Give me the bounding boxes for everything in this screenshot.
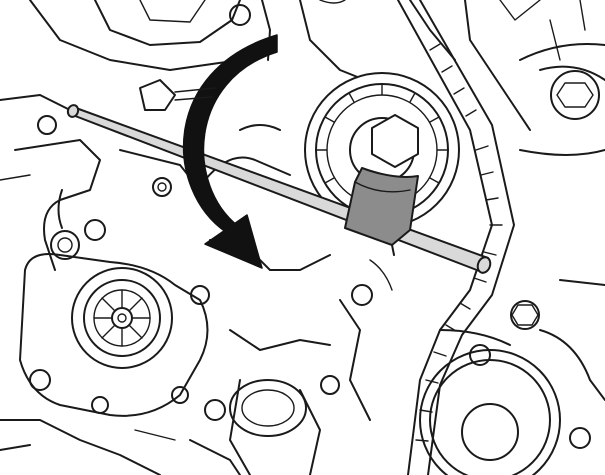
timing-belt (397, 0, 515, 475)
pulley-ribs (315, 83, 449, 184)
tensioner-adjust-tool (66, 104, 492, 274)
middle-housing (134, 124, 393, 475)
water-pump (0, 219, 210, 475)
upper-housing (29, 0, 541, 131)
curved-arrow-counterclockwise-down-icon (182, 34, 278, 269)
tool-block (344, 167, 419, 246)
hex-bolt-icon (371, 114, 419, 168)
crankshaft-sprocket (419, 279, 605, 475)
upper-bolt (139, 4, 251, 111)
right-housing (519, 0, 605, 156)
belt-teeth (415, 43, 503, 442)
tool-bar-end (476, 256, 492, 274)
